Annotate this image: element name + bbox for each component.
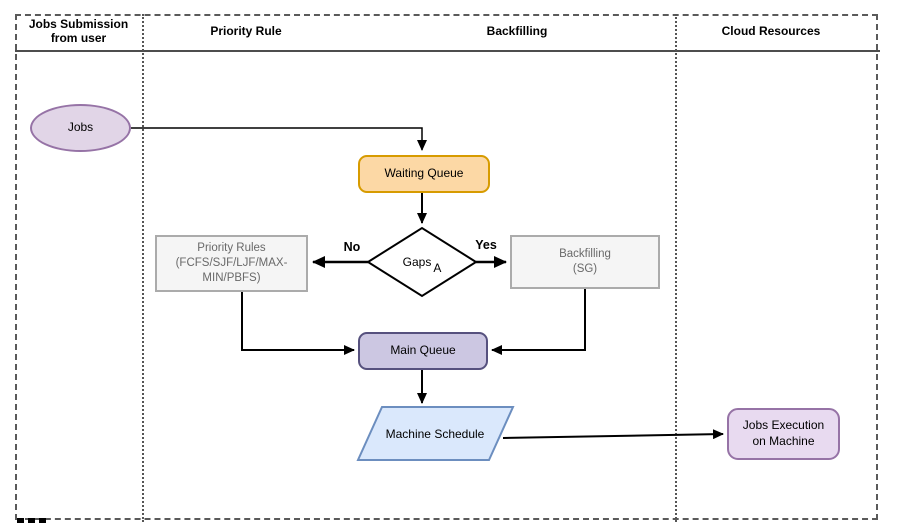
lane-divider-1 bbox=[142, 14, 144, 522]
edge-label-no: No bbox=[343, 240, 361, 254]
node-main-queue-label: Main Queue bbox=[390, 343, 456, 358]
lane-header-jobs-submission: Jobs Submission from user bbox=[28, 17, 129, 45]
machine-schedule-text: Machine Schedule bbox=[385, 427, 485, 441]
node-jobs-execution: Jobs Execution on Machine bbox=[727, 408, 840, 460]
node-jobs-label: Jobs bbox=[67, 120, 94, 135]
gaps-label-subscript: A bbox=[433, 261, 442, 275]
node-machine-schedule-label: Machine Schedule bbox=[365, 421, 505, 447]
node-priority-rules: Priority Rules (FCFS/SJF/LJF/MAX- MIN/PB… bbox=[155, 235, 308, 292]
node-backfilling-sg: Backfilling (SG) bbox=[510, 235, 660, 289]
edge-label-yes: Yes bbox=[475, 238, 497, 252]
node-main-queue: Main Queue bbox=[358, 332, 488, 370]
node-jobs-execution-label: Jobs Execution on Machine bbox=[742, 418, 825, 448]
node-waiting-queue: Waiting Queue bbox=[358, 155, 490, 193]
swimlane-header-divider bbox=[15, 50, 880, 52]
node-waiting-queue-label: Waiting Queue bbox=[384, 166, 464, 181]
node-priority-rules-label: Priority Rules (FCFS/SJF/LJF/MAX- MIN/PB… bbox=[175, 241, 288, 285]
lane-header-priority-rule: Priority Rule bbox=[210, 24, 282, 38]
corner-dash-marks bbox=[17, 518, 47, 523]
lane-header-cloud-resources: Cloud Resources bbox=[721, 24, 821, 38]
diagram-border bbox=[15, 14, 878, 520]
gaps-label-text: Gaps bbox=[402, 255, 432, 269]
lane-divider-2 bbox=[675, 14, 677, 522]
node-backfilling-sg-label: Backfilling (SG) bbox=[559, 247, 611, 275]
node-jobs: Jobs bbox=[30, 104, 131, 152]
lane-header-backfilling: Backfilling bbox=[486, 24, 548, 38]
